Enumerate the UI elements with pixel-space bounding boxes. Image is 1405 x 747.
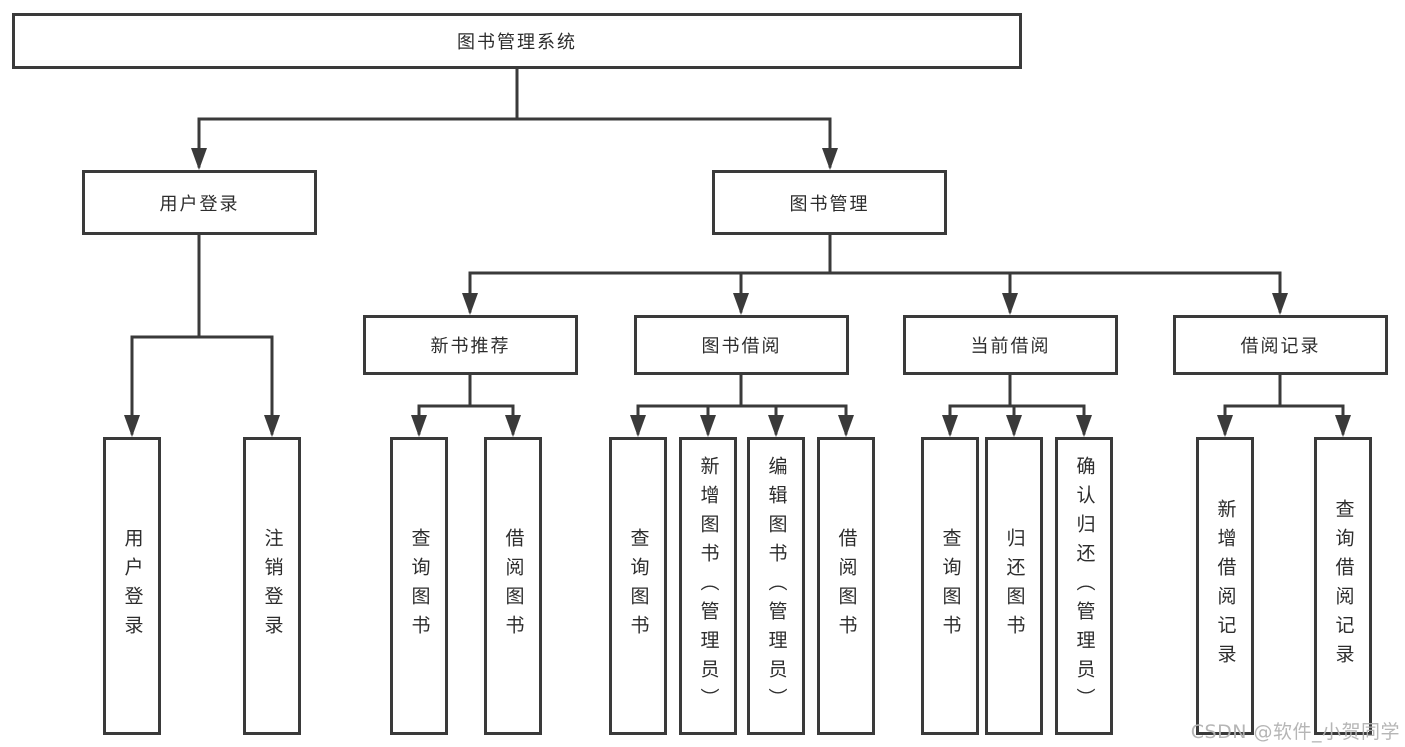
leaf-current-confirm-return-admin: 确认归还（管理员） xyxy=(1055,437,1113,735)
leaf-records-add-record: 新增借阅记录 xyxy=(1196,437,1254,735)
arrow-down-icon xyxy=(1076,415,1092,437)
connector-borrowing-group xyxy=(636,373,848,435)
node-label: 图书借阅 xyxy=(701,336,782,357)
arrow-down-icon xyxy=(411,415,427,437)
arrow-down-icon xyxy=(1272,293,1288,315)
node-label: 新增图书（管理员） xyxy=(697,455,720,717)
arrow-down-icon xyxy=(630,415,646,437)
arrow-down-icon xyxy=(1335,415,1351,437)
arrow-down-icon xyxy=(942,415,958,437)
node-book-management: 图书管理 xyxy=(712,170,947,235)
node-label: 查询图书 xyxy=(939,528,962,644)
connector-user-login-group xyxy=(130,233,274,435)
leaf-recommend-borrow-book: 借阅图书 xyxy=(484,437,542,735)
arrow-down-icon xyxy=(462,293,478,315)
node-new-book-recommend: 新书推荐 xyxy=(363,315,578,375)
arrow-down-icon xyxy=(768,415,784,437)
node-label: 归还图书 xyxy=(1003,528,1026,644)
node-label: 用户登录 xyxy=(159,193,240,215)
leaf-user-login: 用户登录 xyxy=(103,437,161,735)
node-label: 查询图书 xyxy=(408,528,431,644)
csdn-watermark: CSDN @软件_小贺同学 xyxy=(1190,721,1400,743)
leaf-recommend-query-book: 查询图书 xyxy=(390,437,448,735)
arrow-down-icon xyxy=(1006,415,1022,437)
leaf-borrowing-borrow-book: 借阅图书 xyxy=(817,437,875,735)
arrow-down-icon xyxy=(838,415,854,437)
node-label: 查询借阅记录 xyxy=(1332,499,1355,673)
node-label: 图书管理系统 xyxy=(457,32,577,53)
leaf-borrowing-edit-book-admin: 编辑图书（管理员） xyxy=(747,437,805,735)
arrow-down-icon xyxy=(1002,293,1018,315)
node-borrowing-records: 借阅记录 xyxy=(1173,315,1388,375)
arrow-down-icon xyxy=(822,148,838,170)
node-current-borrowing: 当前借阅 xyxy=(903,315,1118,375)
node-label: 新书推荐 xyxy=(430,336,511,357)
connector-root-to-level2 xyxy=(197,67,832,168)
leaf-current-query-book: 查询图书 xyxy=(921,437,979,735)
node-label: 用户登录 xyxy=(121,528,144,644)
arrow-down-icon xyxy=(191,148,207,170)
arrow-down-icon xyxy=(1217,415,1233,437)
arrow-down-icon xyxy=(700,415,716,437)
node-label: 借阅图书 xyxy=(502,528,525,644)
connector-book-mgmt-to-level3 xyxy=(468,233,1282,313)
node-user-login: 用户登录 xyxy=(82,170,317,235)
node-label: 新增借阅记录 xyxy=(1214,499,1237,673)
arrow-down-icon xyxy=(733,293,749,315)
arrow-down-icon xyxy=(124,415,140,437)
connector-records-group xyxy=(1223,373,1345,435)
node-label: 借阅图书 xyxy=(835,528,858,644)
node-label: 图书管理 xyxy=(789,193,870,215)
node-label: 查询图书 xyxy=(627,528,650,644)
node-root: 图书管理系统 xyxy=(12,13,1022,69)
leaf-logout: 注销登录 xyxy=(243,437,301,735)
node-label: 注销登录 xyxy=(261,528,284,644)
node-label: 借阅记录 xyxy=(1240,336,1321,357)
node-label: 当前借阅 xyxy=(970,336,1051,357)
arrowheads xyxy=(124,148,1351,437)
leaf-current-return-book: 归还图书 xyxy=(985,437,1043,735)
leaf-borrowing-query-book: 查询图书 xyxy=(609,437,667,735)
connector-recommend-group xyxy=(417,373,515,435)
node-book-borrowing: 图书借阅 xyxy=(634,315,849,375)
arrow-down-icon xyxy=(264,415,280,437)
node-label: 编辑图书（管理员） xyxy=(765,455,788,717)
leaf-records-query-record: 查询借阅记录 xyxy=(1314,437,1372,735)
leaf-borrowing-add-book-admin: 新增图书（管理员） xyxy=(679,437,737,735)
arrow-down-icon xyxy=(505,415,521,437)
node-label: 确认归还（管理员） xyxy=(1073,455,1096,717)
